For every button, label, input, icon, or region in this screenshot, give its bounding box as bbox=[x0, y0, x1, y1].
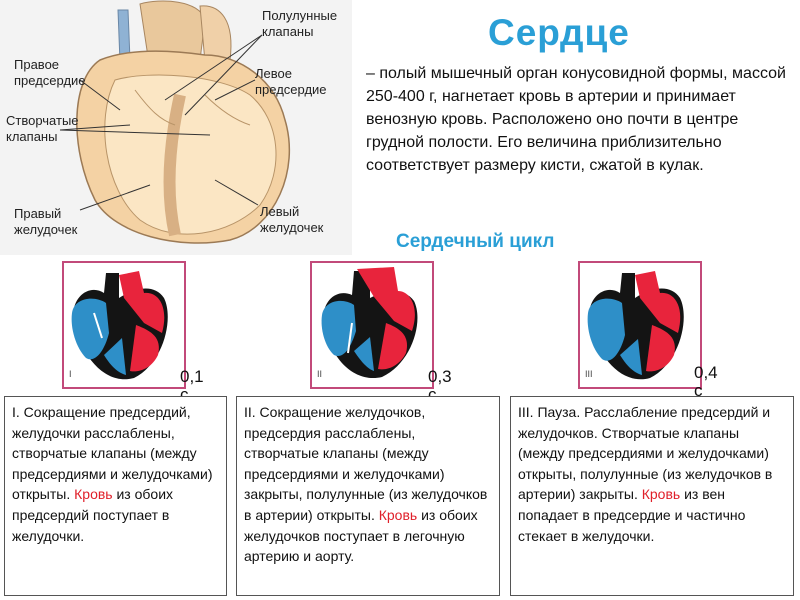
phase-2-heart-drawing bbox=[321, 267, 418, 379]
phase-3-text-end: из вен попадает в предсердие и частично … bbox=[518, 486, 746, 544]
phase-1-blood-word: Кровь bbox=[74, 486, 113, 503]
phase-3-blood-word: Кровь bbox=[641, 486, 681, 503]
phase-1-heart-drawing bbox=[71, 271, 168, 380]
phase-2-duration: 0,3 с bbox=[428, 367, 452, 404]
label-right-ventricle: Правый желудочек bbox=[14, 206, 78, 237]
label-left-ventricle: Левый желудочек bbox=[260, 204, 324, 235]
phase-2-diagram: II bbox=[310, 261, 434, 389]
label-right-atrium: Правое предсердие bbox=[14, 57, 86, 88]
heart-cross-section-drawing bbox=[59, 0, 290, 244]
heart-description: – полый мышечный орган конусовидной форм… bbox=[366, 65, 786, 174]
phase-2-description: II. Сокращение желудочков, предсердия ра… bbox=[236, 396, 500, 596]
phase-1-text-end: из обоих предсердий поступает в желудочк… bbox=[12, 486, 174, 544]
phase-2-text: II. Сокращение желудочков, предсердия ра… bbox=[244, 404, 488, 523]
phase-2-roman: II bbox=[317, 369, 323, 379]
cardiac-cycle-heading: Сердечный цикл bbox=[396, 231, 555, 252]
phase-1-duration: 0,1 с bbox=[180, 367, 204, 404]
phase-1-diagram: I bbox=[62, 261, 186, 389]
phase-2-text-end: из обоих желудочков поступает в легочную… bbox=[244, 506, 478, 565]
heart-anatomy-figure: Правое предсердие Полулунные клапаны Лев… bbox=[0, 0, 352, 255]
phase-3-text: III. Пауза. Расслабление предсердий и же… bbox=[518, 404, 773, 503]
phase-1-description: I. Сокращение предсердий, желудочки расс… bbox=[4, 396, 227, 596]
label-leaflet-valves: Створчатые клапаны bbox=[6, 113, 79, 144]
phase-3-roman: III bbox=[585, 369, 593, 379]
phase-3-diagram: III bbox=[578, 261, 702, 389]
page-title: Сердце bbox=[488, 12, 630, 53]
phase-2-blood-word: Кровь bbox=[378, 506, 418, 523]
phase-1-text: I. Сокращение предсердий, желудочки расс… bbox=[12, 404, 213, 503]
phase-3-description: III. Пауза. Расслабление предсердий и же… bbox=[510, 396, 794, 596]
phase-1-roman: I bbox=[69, 369, 72, 379]
label-semilunar-valves: Полулунные клапаны bbox=[262, 8, 338, 39]
label-left-atrium: Левое предсердие bbox=[255, 66, 327, 97]
phase-3-duration: 0,4 с bbox=[694, 363, 718, 400]
phase-3-heart-drawing bbox=[587, 271, 684, 380]
